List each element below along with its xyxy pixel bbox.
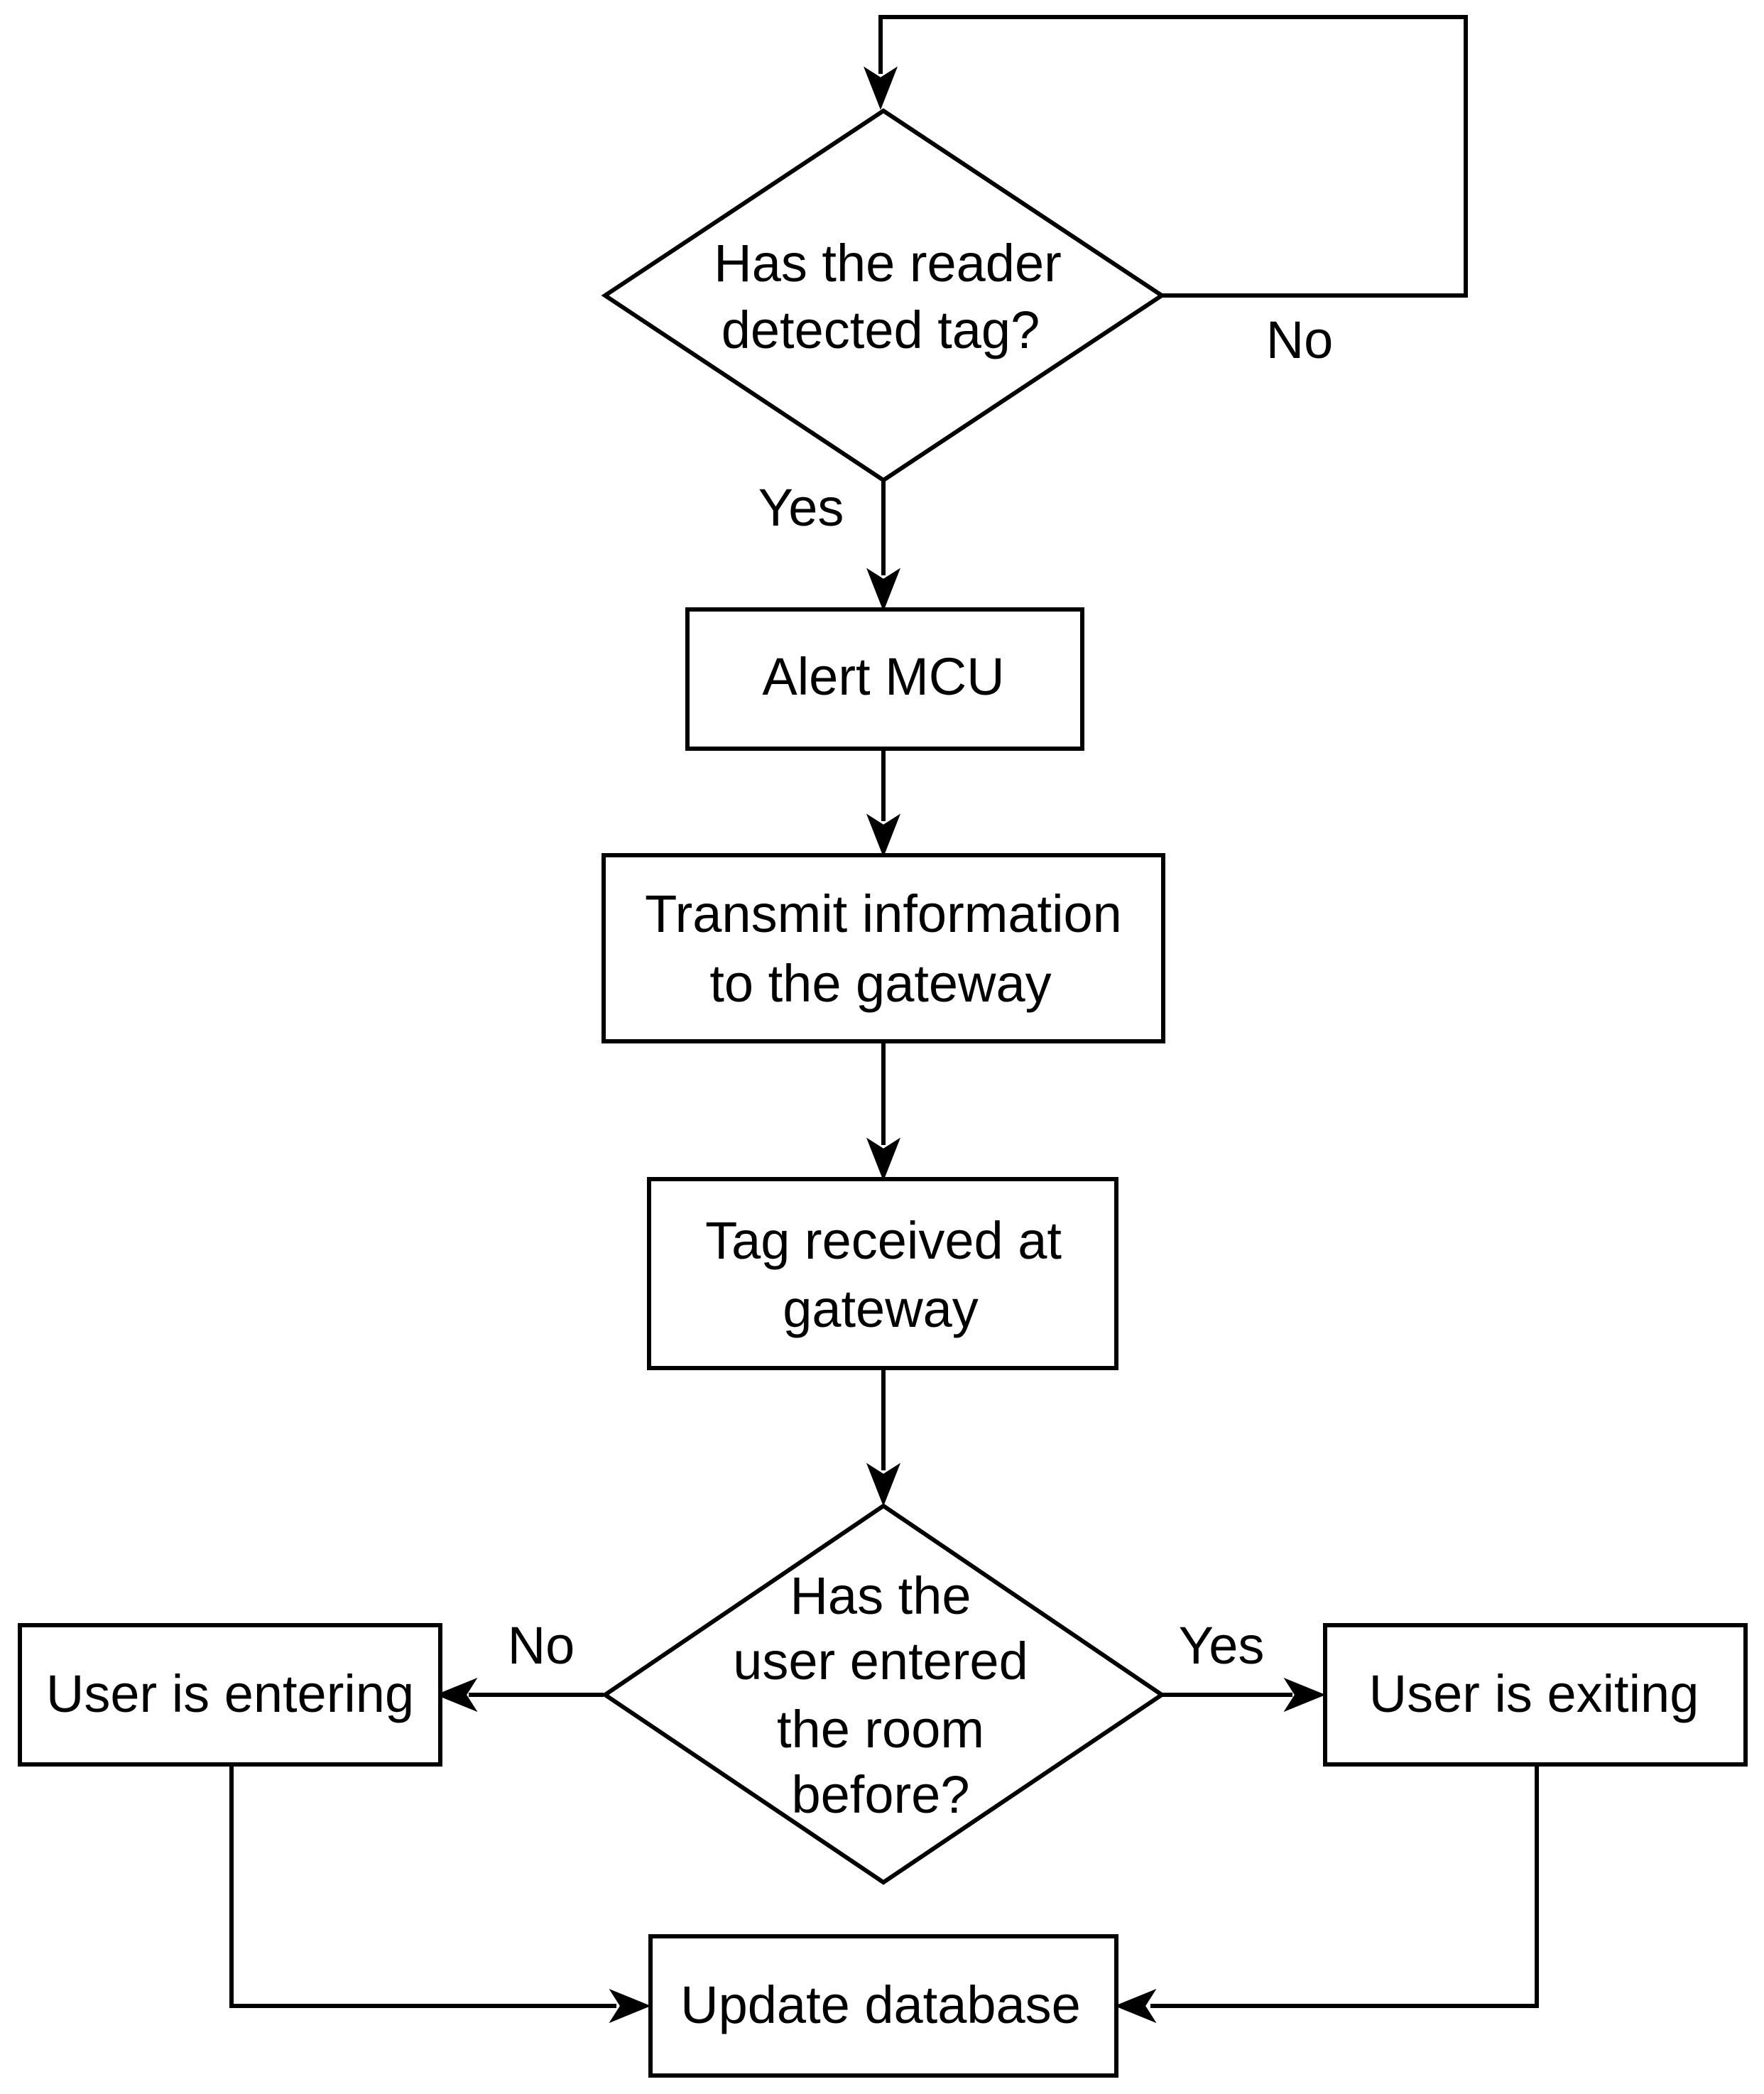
arrowhead-transmit-received — [866, 1137, 901, 1181]
edge-exiting-update — [1150, 1764, 1539, 2008]
edge-tag-no-loop — [878, 15, 1468, 298]
edge-label-user-no: No — [508, 1616, 575, 1675]
decision-reader-detected-tag: Has the reader detected tag? — [601, 108, 1166, 483]
arrowhead-tag-no-loop — [863, 66, 898, 110]
edge-label-tag-no: No — [1266, 310, 1334, 369]
node-tag-received-line-2: gateway — [783, 1279, 979, 1338]
decision-reader-line-2: detected tag? — [722, 300, 1040, 359]
node-alert-mcu-label: Alert MCU — [762, 647, 1004, 706]
node-transmit-information: Transmit information to the gateway — [601, 853, 1165, 1043]
node-tag-received: Tag received at gateway — [647, 1177, 1118, 1370]
node-user-entering: User is entering — [18, 1623, 442, 1767]
arrowhead-user-yes — [1283, 1677, 1326, 1713]
decision-user-line-3: the room — [777, 1700, 984, 1759]
edge-label-tag-yes: Yes — [758, 478, 844, 537]
node-update-database-label: Update database — [680, 1975, 1081, 2034]
edge-label-user-yes: Yes — [1179, 1616, 1265, 1675]
node-user-exiting: User is exiting — [1323, 1623, 1748, 1767]
node-alert-mcu: Alert MCU — [685, 607, 1084, 751]
node-transmit-line-1: Transmit information — [645, 884, 1122, 943]
node-tag-received-line-1: Tag received at — [705, 1211, 1062, 1270]
decision-user-line-1: Has the — [790, 1566, 971, 1625]
decision-reader-line-1: Has the reader — [714, 234, 1062, 293]
arrowhead-exiting-update — [1114, 1988, 1157, 2024]
node-transmit-line-2: to the gateway — [709, 954, 1051, 1013]
arrowhead-received-decision — [866, 1463, 901, 1507]
decision-user-line-4: before? — [792, 1765, 970, 1824]
arrowhead-entering-update — [609, 1988, 651, 2024]
node-update-database: Update database — [648, 1934, 1118, 2078]
arrowhead-user-no — [435, 1677, 478, 1713]
node-user-entering-label: User is entering — [46, 1664, 414, 1723]
arrowhead-alert-transmit — [866, 813, 901, 857]
edge-entering-update — [229, 1764, 616, 2008]
decision-user-entered-before: Has the user entered the room before? — [601, 1503, 1166, 1885]
node-user-exiting-label: User is exiting — [1369, 1664, 1699, 1723]
decision-user-line-2: user entered — [733, 1632, 1028, 1691]
arrowhead-tag-yes — [866, 568, 901, 612]
